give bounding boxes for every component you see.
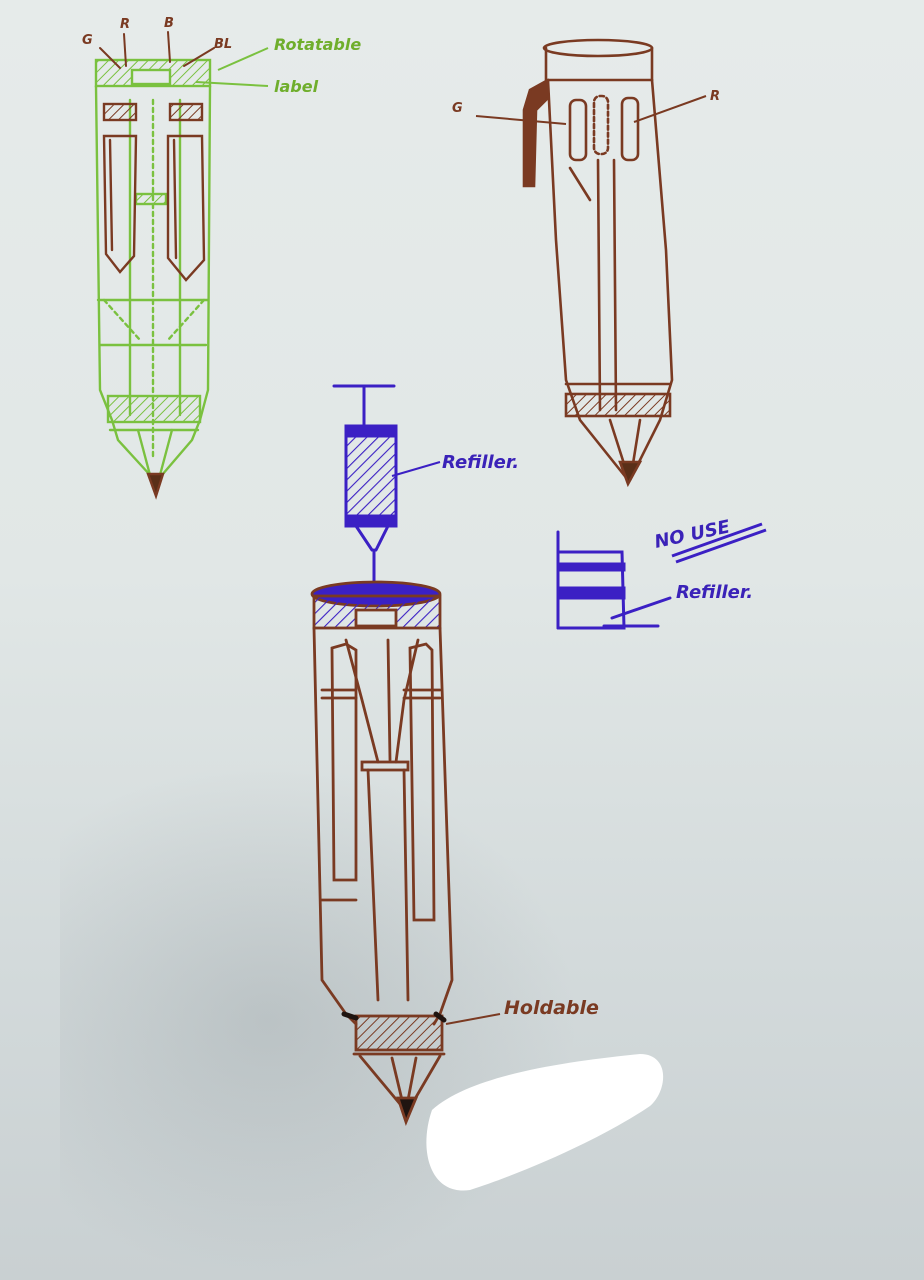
refiller-callout-line [392, 462, 440, 476]
refiller-syringe [334, 386, 396, 600]
callout-r-top-right: R [710, 89, 720, 104]
letter-bl: BL [214, 37, 232, 52]
callout-refiller: Refiller. [442, 452, 519, 473]
letter-g: G [82, 33, 93, 48]
sketch-green-top-letters: G R B BL [82, 16, 232, 52]
sketch-brown-top-callout-lines [476, 96, 706, 124]
redaction-blob [426, 1054, 663, 1191]
sketch-green-pencil [96, 60, 210, 475]
note-refiller: Refiller. [676, 582, 753, 603]
holdable-callout-line [446, 1014, 500, 1024]
no-use-refiller-drawing [558, 532, 670, 628]
callout-label: label [274, 77, 319, 96]
letter-b: B [164, 16, 174, 31]
callout-g-top-right: G [452, 101, 463, 116]
letter-r: R [120, 17, 130, 32]
sketch-brown-pencil-top [524, 40, 672, 484]
callout-rotatable: Rotatable [274, 35, 361, 54]
callout-holdable: Holdable [504, 997, 599, 1019]
sketch-brown-pencil-main [312, 582, 452, 1122]
